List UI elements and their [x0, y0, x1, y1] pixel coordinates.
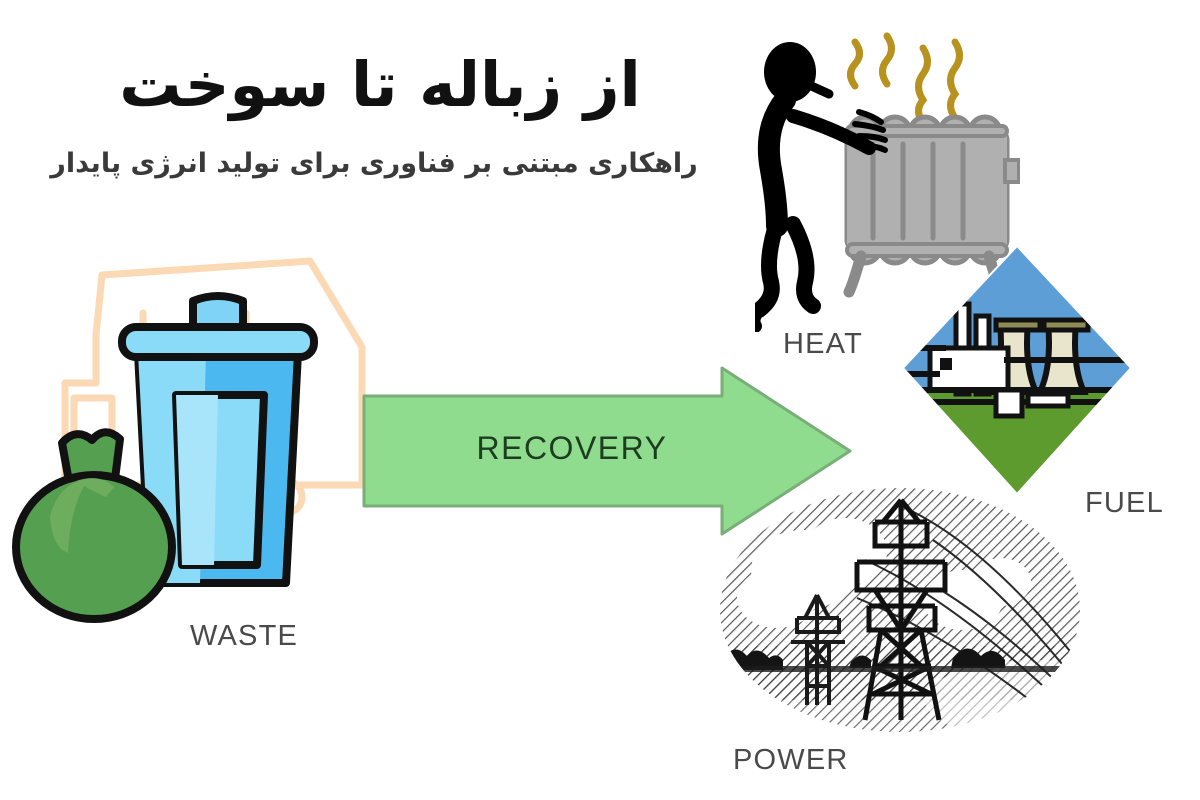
page-title: از زباله تا سوخت: [119, 48, 641, 121]
caption-fuel: FUEL: [1085, 487, 1164, 519]
radiator-person-warming-icon: [755, 32, 1020, 332]
power-plant-diamond-icon: [900, 242, 1135, 502]
caption-heat: HEAT: [783, 328, 863, 360]
waste-bin-and-bag-icon: [10, 235, 380, 635]
caption-waste: WASTE: [190, 620, 299, 652]
page-subtitle: راهکاری مبتنی بر فناوری برای تولید انرژی…: [50, 148, 698, 179]
electric-pylon-icon: [705, 470, 1135, 750]
caption-power: POWER: [733, 744, 849, 776]
